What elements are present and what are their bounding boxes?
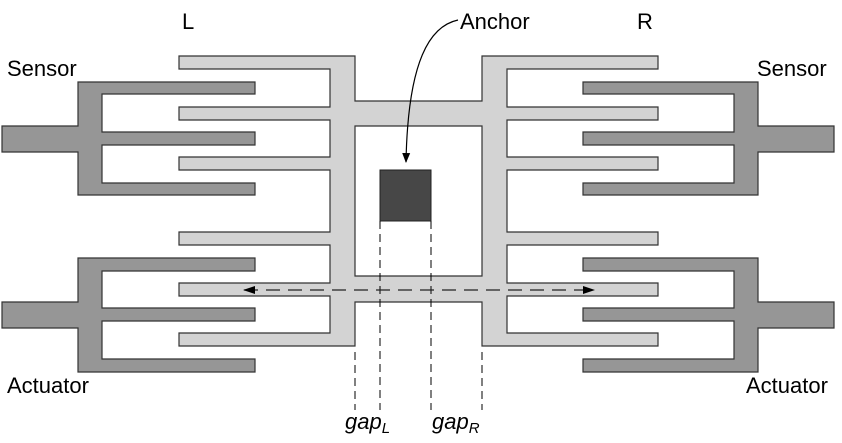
left-actuator-electrode xyxy=(1,257,256,373)
left-sensor-label: Sensor xyxy=(7,56,77,81)
gap-left-subscript: L xyxy=(381,420,391,437)
gap-right-label: gapR xyxy=(432,409,480,437)
gap-right-base: gap xyxy=(432,409,469,434)
gap-right-subscript: R xyxy=(468,420,480,437)
right-sensor-label: Sensor xyxy=(757,56,827,81)
gap-reference-lines xyxy=(354,221,483,410)
right-actuator-label: Actuator xyxy=(746,373,828,398)
anchor-label: Anchor xyxy=(460,9,530,34)
left-sensor-electrode xyxy=(1,81,256,196)
right-side-label: R xyxy=(637,9,653,34)
left-actuator-label: Actuator xyxy=(7,373,89,398)
anchor-callout-arrow xyxy=(402,19,459,163)
gap-left-label: gapL xyxy=(345,409,391,437)
anchor-block xyxy=(379,169,432,222)
right-sensor-electrode xyxy=(582,81,835,196)
gap-left-base: gap xyxy=(345,409,382,434)
right-actuator-electrode xyxy=(582,257,835,373)
left-side-label: L xyxy=(182,9,195,34)
